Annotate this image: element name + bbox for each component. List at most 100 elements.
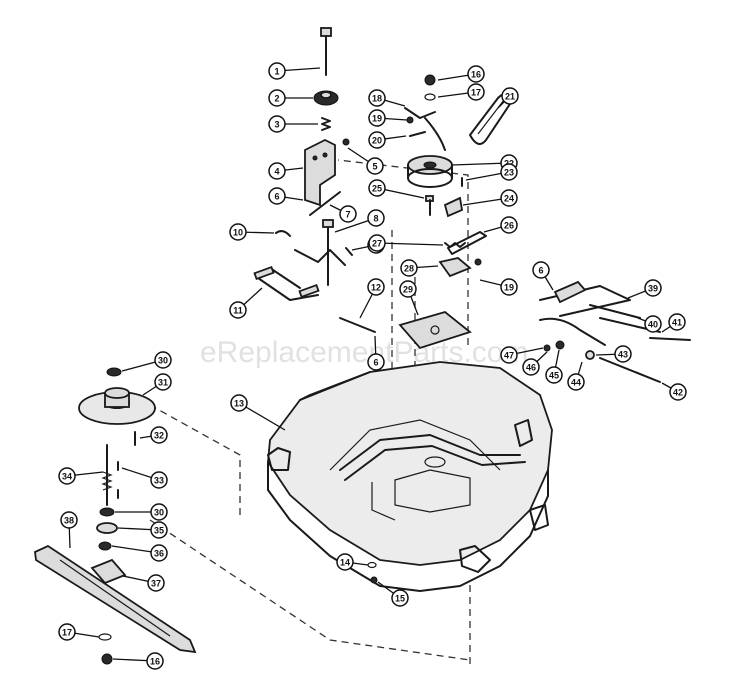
- callout-number: 43: [618, 350, 628, 360]
- callout-number: 11: [233, 306, 243, 316]
- callout-number: 26: [504, 221, 514, 231]
- callout-bubble: [545, 366, 563, 384]
- callout-19: 19: [479, 278, 518, 296]
- callout-number: 16: [150, 657, 160, 667]
- callout-number: 14: [340, 558, 350, 568]
- callout-number: 37: [151, 579, 161, 589]
- callout-bubble: [154, 373, 172, 391]
- callout-bubble: [150, 426, 168, 444]
- callout-15: 15: [377, 581, 409, 607]
- callout-11: 11: [229, 287, 263, 319]
- callout-bubble: [154, 351, 172, 369]
- callout-bubble: [150, 544, 168, 562]
- callout-labels: 1234567891011126131415161718192021222325…: [58, 62, 687, 670]
- callout-19: 19: [368, 109, 408, 127]
- callout-5: 5: [347, 147, 384, 175]
- callout-bubble: [669, 383, 687, 401]
- callout-bubble: [467, 83, 485, 101]
- callout-bubble: [367, 353, 385, 371]
- callout-number: 18: [372, 94, 382, 104]
- callout-bubble: [58, 623, 76, 641]
- callout-20: 20: [368, 131, 407, 149]
- callout-leader-line: [376, 242, 444, 246]
- callout-bubble: [268, 115, 286, 133]
- callout-25: 25: [368, 179, 425, 199]
- callout-6: 6: [367, 335, 385, 371]
- callout-number: 21: [505, 92, 515, 102]
- callout-bubble: [400, 259, 418, 277]
- right-bar-assembly: [539, 280, 691, 383]
- callout-bubble: [391, 589, 409, 607]
- callout-bubble: [500, 278, 518, 296]
- callout-47: 47: [500, 346, 544, 364]
- callout-number: 6: [373, 358, 378, 368]
- callout-16: 16: [112, 652, 164, 670]
- callout-30: 30: [121, 351, 172, 372]
- callout-number: 6: [274, 192, 279, 202]
- callout-40: 40: [637, 315, 662, 333]
- callout-bubble: [522, 358, 540, 376]
- callout-28: 28: [400, 259, 439, 277]
- callout-bubble: [500, 163, 518, 181]
- callout-14: 14: [336, 553, 369, 571]
- callout-number: 40: [648, 320, 658, 330]
- callout-number: 7: [345, 210, 350, 220]
- callout-bubble: [268, 162, 286, 180]
- callout-bubble: [532, 261, 550, 279]
- callout-bubble: [644, 279, 662, 297]
- callout-bubble: [147, 574, 165, 592]
- callout-number: 13: [234, 399, 244, 409]
- callout-number: 31: [158, 378, 168, 388]
- callout-46: 46: [522, 351, 548, 376]
- callout-bubble: [368, 234, 386, 252]
- callout-bubble: [500, 216, 518, 234]
- callout-number: 10: [233, 228, 243, 238]
- callout-bubble: [500, 189, 518, 207]
- callout-17: 17: [437, 83, 485, 101]
- callout-bubble: [58, 467, 76, 485]
- callout-38: 38: [60, 511, 78, 549]
- callout-29: 29: [399, 280, 419, 316]
- callout-bubble: [500, 346, 518, 364]
- callout-bubble: [150, 471, 168, 489]
- callout-10: 10: [229, 223, 275, 241]
- callout-number: 25: [372, 184, 382, 194]
- callout-12: 12: [359, 278, 385, 319]
- callout-number: 20: [372, 136, 382, 146]
- callout-number: 23: [504, 168, 514, 178]
- callout-32: 32: [139, 426, 168, 444]
- callout-bubble: [339, 205, 357, 223]
- callout-43: 43: [595, 345, 632, 363]
- callout-number: 1: [274, 67, 279, 77]
- callout-39: 39: [627, 279, 662, 299]
- callout-bubble: [268, 62, 286, 80]
- callout-number: 17: [62, 628, 72, 638]
- callout-bubble: [150, 521, 168, 539]
- callout-number: 19: [372, 114, 382, 124]
- callout-30: 30: [115, 503, 168, 521]
- callout-bubble: [644, 315, 662, 333]
- callout-bubble: [567, 373, 585, 391]
- callout-44: 44: [567, 361, 585, 391]
- callout-41: 41: [661, 313, 686, 333]
- callout-leader-line: [451, 162, 510, 166]
- callout-bubble: [668, 313, 686, 331]
- callout-31: 31: [142, 373, 172, 396]
- callout-number: 27: [372, 239, 382, 249]
- callout-bubble: [367, 209, 385, 227]
- callout-45: 45: [545, 349, 563, 384]
- callout-13: 13: [230, 394, 286, 431]
- callout-3: 3: [268, 115, 318, 133]
- callout-number: 32: [154, 431, 164, 441]
- callout-number: 17: [471, 88, 481, 98]
- callout-number: 45: [549, 371, 559, 381]
- blade-spindle-assembly: [34, 367, 197, 665]
- callout-6: 6: [268, 187, 304, 205]
- callout-bubble: [368, 109, 386, 127]
- callout-number: 24: [504, 194, 514, 204]
- callout-34: 34: [58, 467, 104, 485]
- upper-parts: [253, 27, 472, 350]
- callout-18: 18: [368, 89, 406, 107]
